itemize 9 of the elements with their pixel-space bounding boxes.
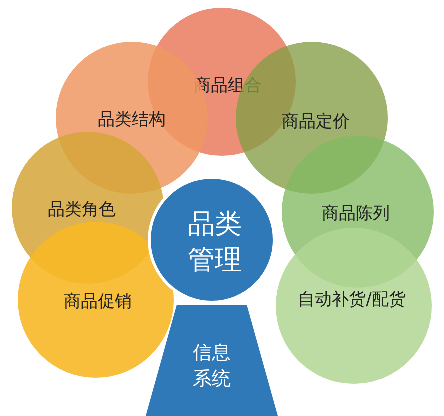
- petal-label: 品类角色: [47, 199, 117, 222]
- center-label: 品类管理: [187, 208, 243, 278]
- petal-label: 商品促销: [63, 291, 133, 314]
- petal-label: 品类结构: [97, 109, 167, 132]
- petal-label: 自动补货/配货: [297, 289, 407, 312]
- petal-label: 商品定价: [281, 111, 351, 134]
- petal-label: 商品陈列: [321, 203, 391, 226]
- base-label: 信息系统: [192, 340, 232, 392]
- trapezoid-base: [146, 305, 278, 416]
